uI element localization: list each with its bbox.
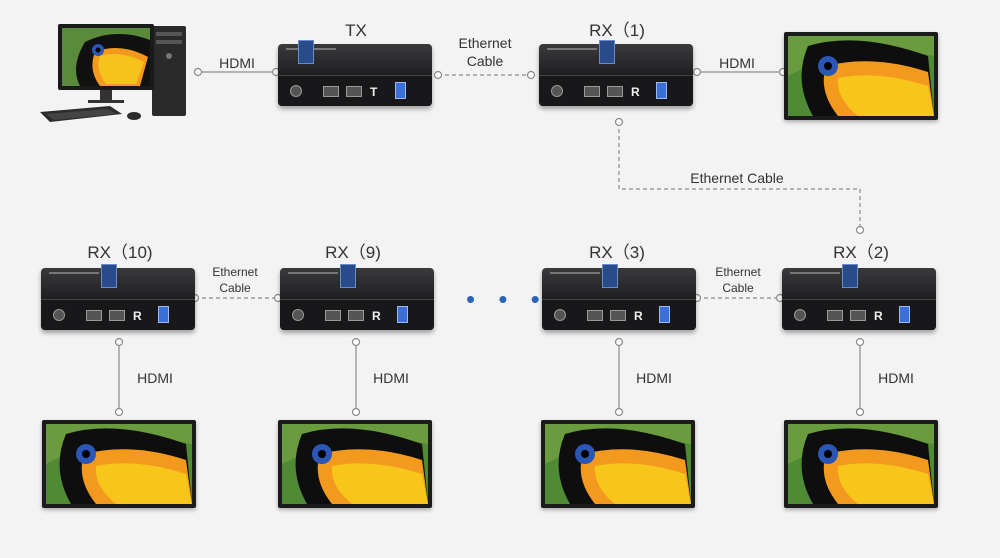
rx3-label: RX（3) [589,243,645,262]
rx-mark: R [133,309,142,323]
desktop-computer-icon [40,22,192,126]
tx-mark: T [370,85,378,99]
rx10-device: R [41,264,195,330]
rx9-label: RX（9) [325,243,381,262]
rx3-device: R [542,264,696,330]
rx-mark: R [631,85,640,99]
cable-label: Cable [722,281,754,295]
ethernet-cable-label: Ethernet Cable [690,170,784,186]
hdmi-label: HDMI [636,370,672,386]
cable-label: Cable [219,281,251,295]
monitor-icon [784,420,938,508]
monitor-icon [42,420,196,508]
tx-label: TX [345,21,367,40]
rx2-device: R [782,264,936,330]
hdmi-label: HDMI [373,370,409,386]
rx2-label: RX（2) [833,243,889,262]
rx10-label: RX（10) [87,243,153,262]
monitor-icon [541,420,695,508]
rx1-label: RX（1) [589,21,645,40]
monitor-icon [784,32,938,120]
rx9-device: R [280,264,434,330]
hdmi-label: HDMI [219,55,255,71]
cable-label: Cable [466,53,504,69]
hdmi-label: HDMI [137,370,173,386]
ethernet-label: Ethernet [212,265,258,279]
ethernet-label: Ethernet [458,35,512,51]
hdmi-label: HDMI [719,55,755,71]
rx-mark: R [874,309,883,323]
tx-device: T [278,40,432,106]
rx-mark: R [372,309,381,323]
ethernet-label: Ethernet [715,265,761,279]
rx-mark: R [634,309,643,323]
ellipsis: • • • [466,284,548,314]
monitor-icon [278,420,432,508]
rx1-device: R [539,40,693,106]
hdmi-label: HDMI [878,370,914,386]
